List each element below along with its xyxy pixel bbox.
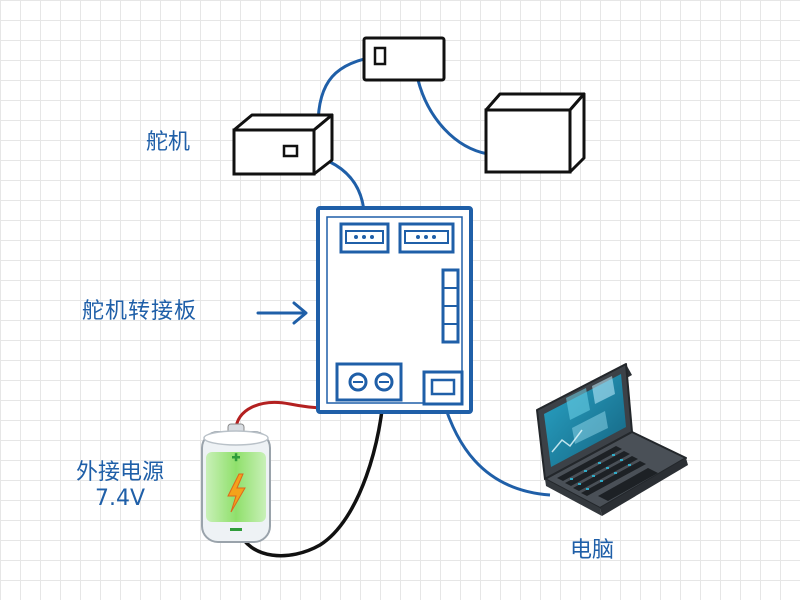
power-black-wire: [236, 385, 386, 558]
servo-label: 舵机: [146, 130, 191, 155]
adapter-board: [316, 206, 473, 414]
servo-port-2: [398, 222, 455, 254]
servo-right: [484, 92, 586, 174]
servo-wire-b: [416, 79, 489, 156]
pin-header: [441, 268, 460, 344]
adapter-board-label: 舵机转接板: [82, 299, 198, 324]
servo-left: [232, 113, 334, 176]
battery-icon: [201, 423, 271, 543]
laptop-icon: [536, 363, 688, 516]
arrow-icon: [256, 301, 308, 325]
servo-port-1: [339, 222, 390, 254]
power-terminal: [335, 362, 403, 402]
board-laptop-wire: [441, 399, 551, 497]
servo-top: [362, 36, 446, 82]
power-supply-label: 外接电源 7.4V: [62, 460, 178, 512]
lightning-icon: [227, 473, 246, 513]
power-supply-voltage: 7.4V: [94, 486, 146, 511]
laptop-label: 电脑: [570, 538, 615, 563]
usb-port: [422, 370, 464, 406]
power-supply-name: 外接电源: [75, 460, 164, 485]
